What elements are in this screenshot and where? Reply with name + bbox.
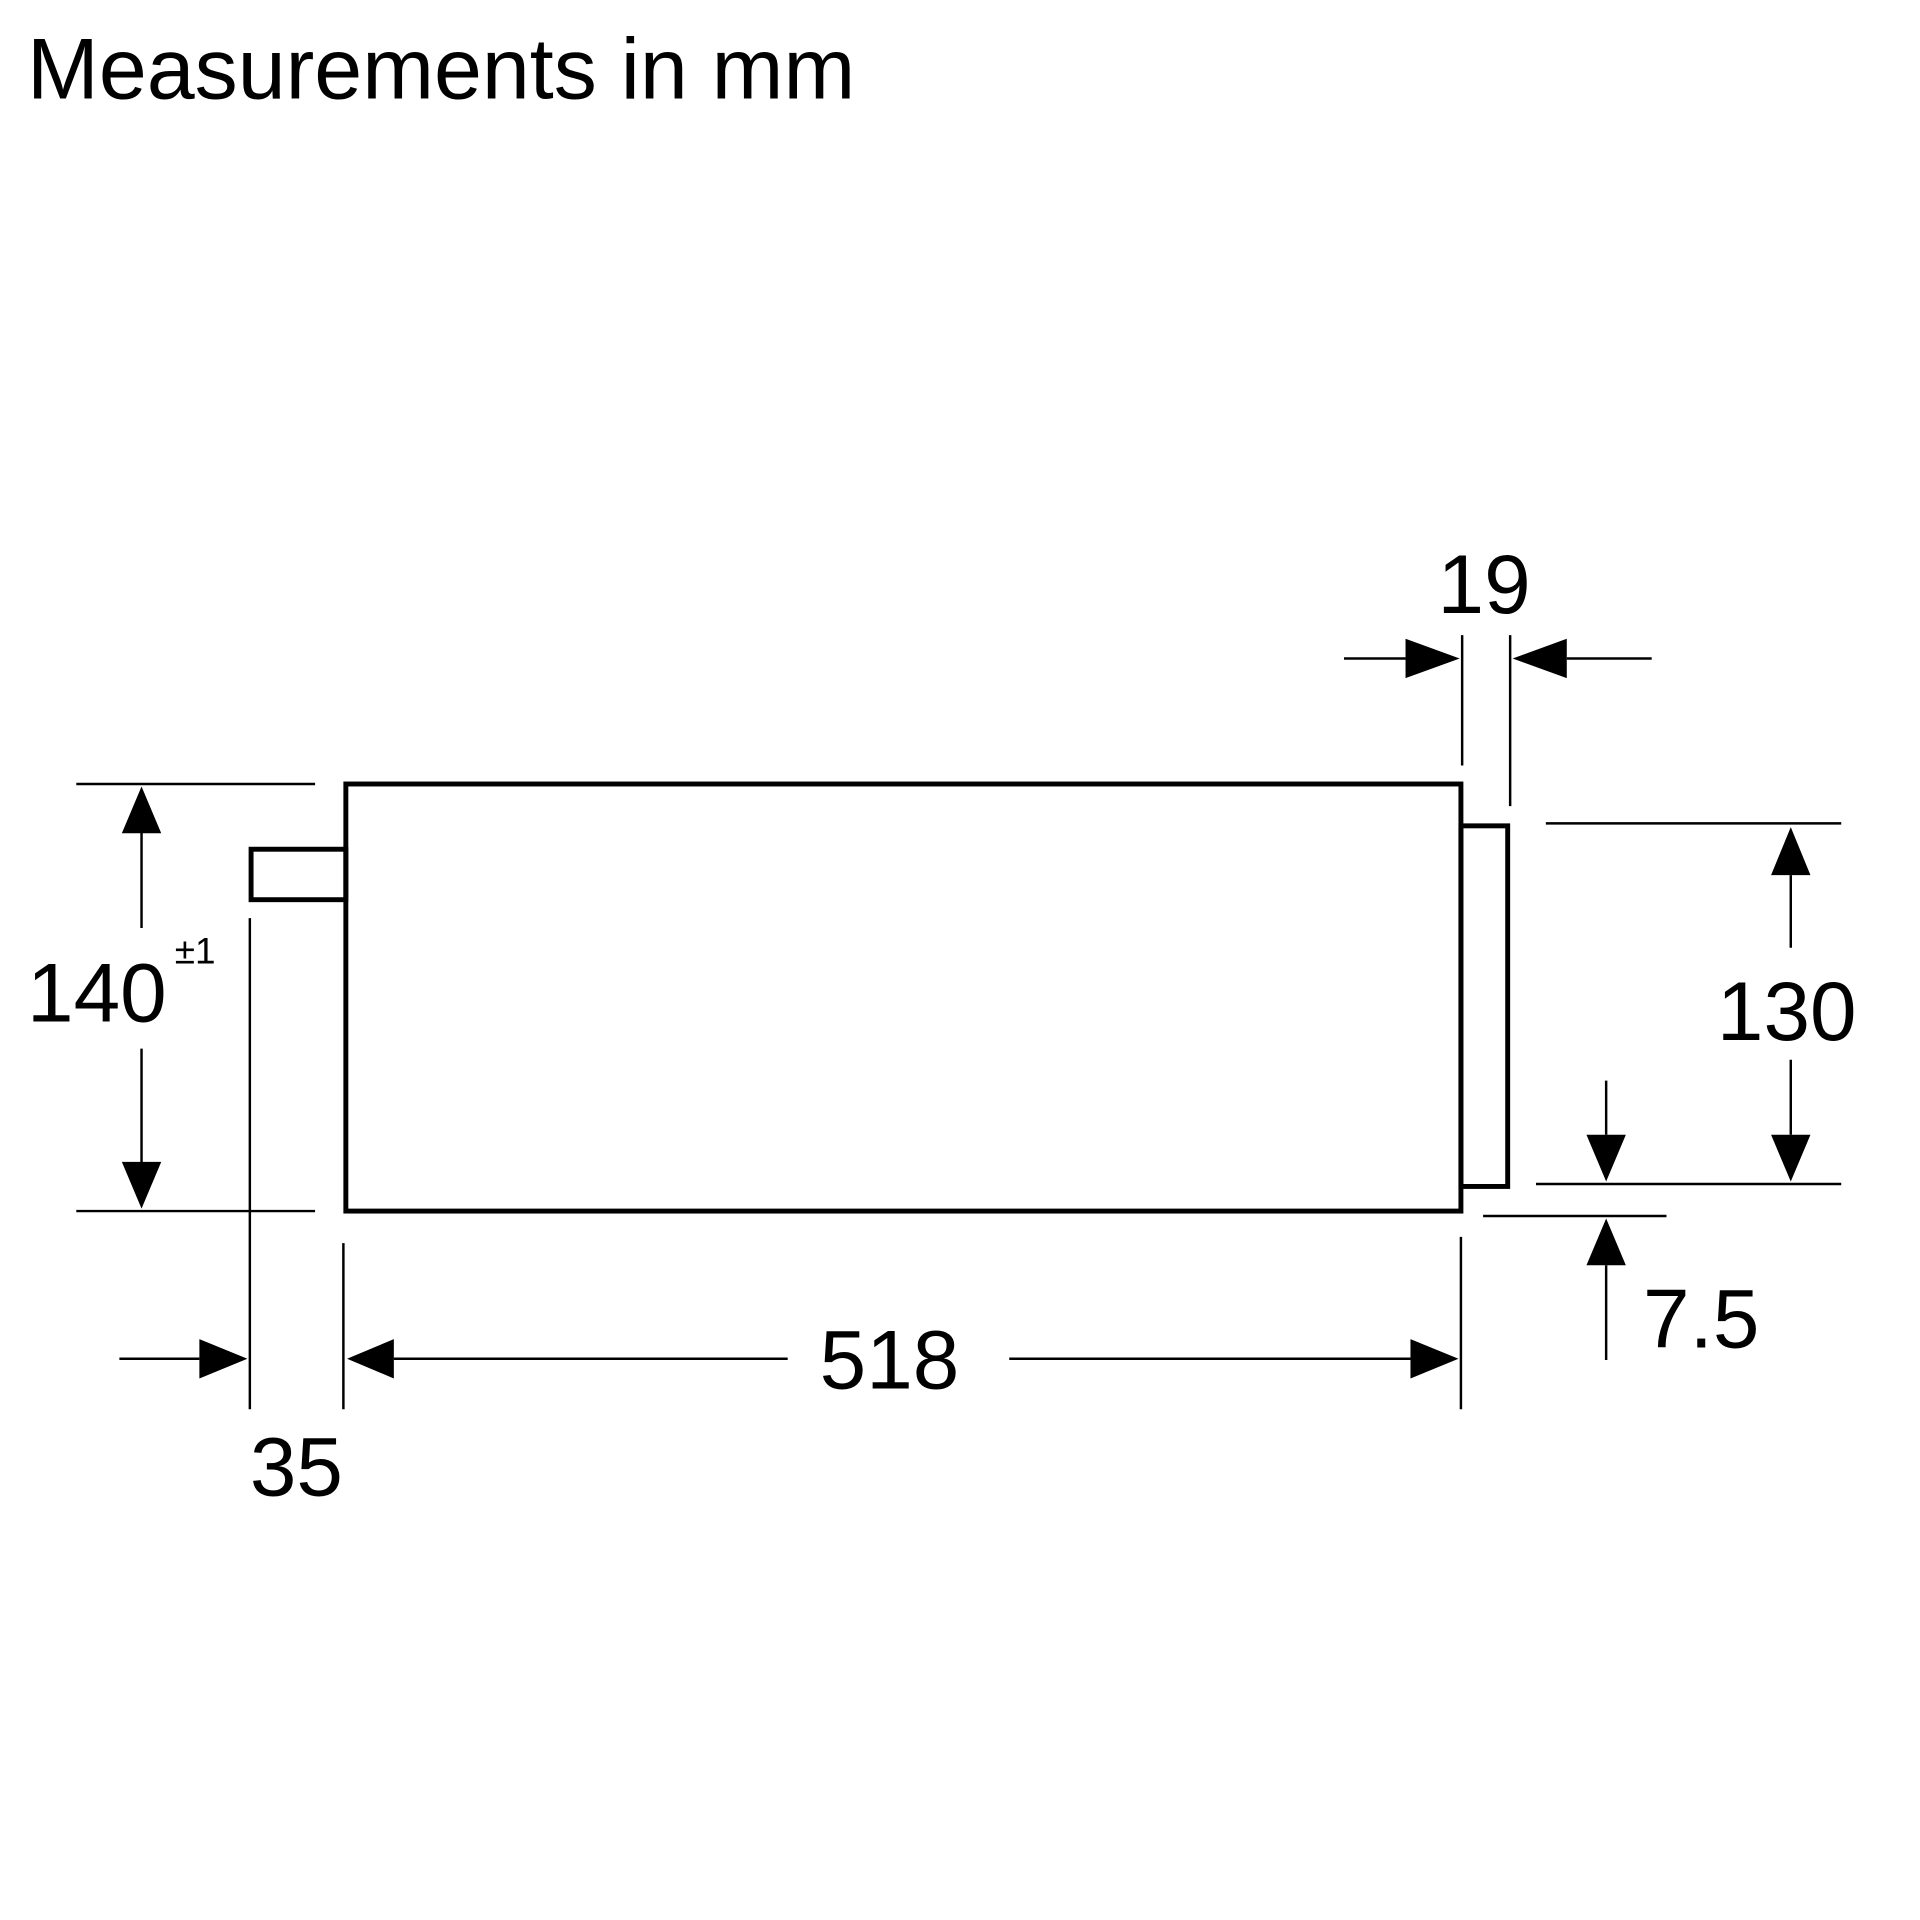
dimension-35: 35 [119,918,345,1513]
dim-35-value: 35 [250,1419,343,1513]
dim-518-value: 518 [820,1312,960,1406]
dim-7-5-value: 7.5 [1643,1272,1759,1366]
dim-140-tolerance: ±1 [175,931,216,972]
rear-connector [248,846,349,903]
dimension-130: 130 [1536,822,1857,1186]
dimension-7-5: 7.5 [1483,1080,1759,1366]
front-panel [1458,823,1511,1189]
dim-19-value: 19 [1438,537,1531,631]
appliance-body [343,781,1464,1214]
dimension-140: 140 ±1 [27,782,316,1213]
dimension-518: 518 [347,1236,1463,1410]
page-title: Measurements in mm [27,21,855,117]
dimension-19: 19 [1344,537,1652,807]
dim-140-value: 140 [27,946,167,1040]
dim-130-value: 130 [1717,964,1857,1058]
